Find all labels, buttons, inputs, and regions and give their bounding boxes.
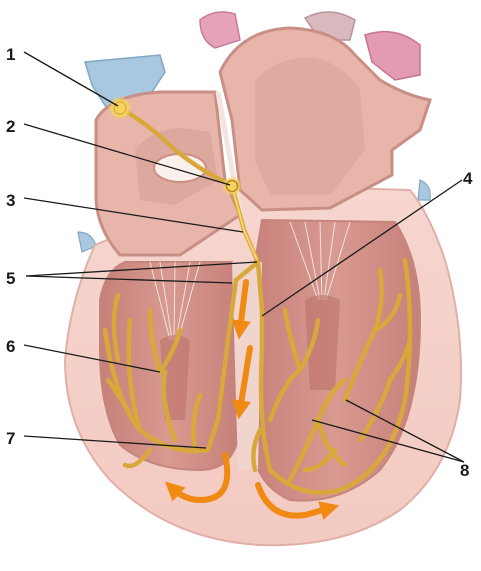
callout-4: 4 <box>463 169 473 188</box>
av-node <box>227 181 238 192</box>
papillary-left <box>305 295 340 390</box>
callout-8: 8 <box>460 461 469 480</box>
callout-5: 5 <box>6 269 15 288</box>
callout-1: 1 <box>6 45 15 64</box>
sa-node <box>114 102 126 114</box>
right-vessel-blue <box>418 180 430 200</box>
callout-7: 7 <box>6 429 15 448</box>
callout-3: 3 <box>6 191 15 210</box>
callout-6: 6 <box>6 337 15 356</box>
aorta-left <box>200 12 240 48</box>
callout-2: 2 <box>6 117 15 136</box>
